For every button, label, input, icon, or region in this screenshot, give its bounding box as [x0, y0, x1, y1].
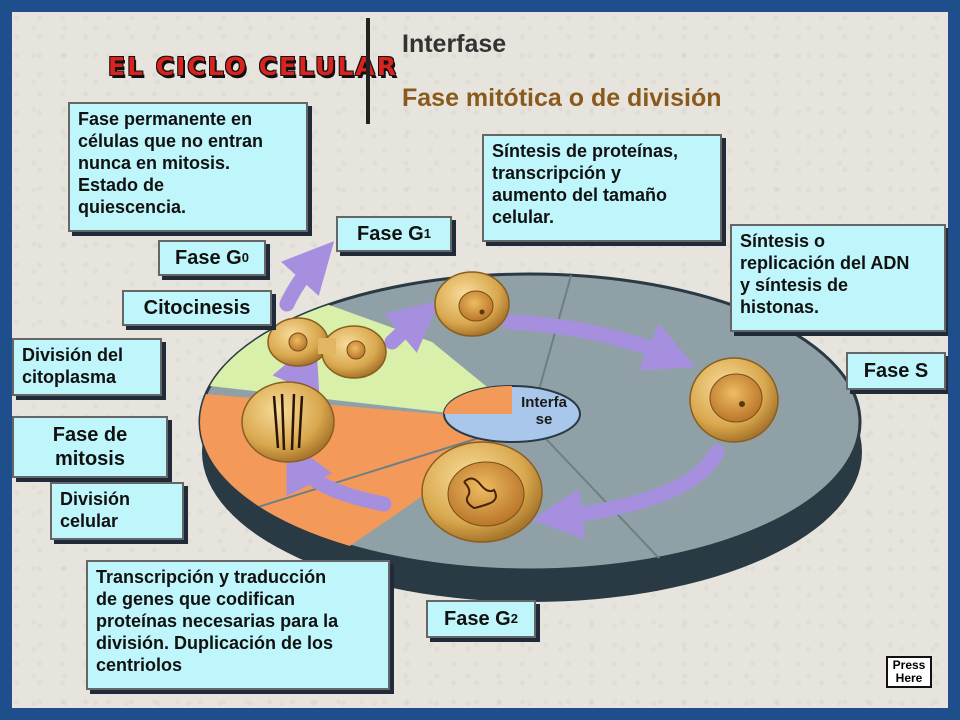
diagram-title: EL CICLO CELULAR: [108, 52, 398, 81]
cell-g1: [434, 271, 510, 337]
menu-fase-mitotica[interactable]: Fase mitótica o de división: [402, 84, 722, 112]
box-celular-description: División celular: [50, 482, 184, 540]
label-fase-mitosis[interactable]: Fase de mitosis: [12, 416, 168, 478]
label-citocinesis[interactable]: Citocinesis: [122, 290, 272, 326]
arrow-to-g0: [279, 241, 335, 312]
arrow-g2-to-mitosis: [286, 439, 392, 512]
cell-mitosis: [241, 381, 335, 463]
title-divider: [366, 18, 370, 124]
label-fase-g1-text: Fase G: [357, 223, 424, 245]
arrow-citocinesis-to-g1: [384, 300, 440, 353]
cell-g2: [421, 441, 543, 543]
arrow-g1-to-s: [502, 314, 696, 371]
hub-mitosis-wedge: [444, 386, 512, 414]
cycle-arrows: [272, 241, 725, 540]
center-interfase-label: Interfa se: [521, 394, 567, 428]
cell-citocinesis: [267, 317, 387, 379]
box-g2-description: Transcripción y traducción de genes que …: [86, 560, 390, 690]
cell-s: [689, 357, 779, 443]
press-here-button[interactable]: Press Here: [886, 656, 932, 688]
arrow-s-to-g2: [531, 444, 725, 540]
label-fase-g2-text: Fase G: [444, 608, 511, 630]
box-citoplasma-description: División del citoplasma: [12, 338, 162, 396]
menu-interfase[interactable]: Interfase: [402, 30, 507, 58]
box-s-description: Síntesis o replicación del ADN y síntesi…: [730, 224, 946, 332]
label-fase-g2-sub: 2: [510, 611, 518, 626]
box-g0-description: Fase permanente en células que no entran…: [68, 102, 308, 232]
label-fase-g0-sub: 0: [241, 250, 249, 265]
box-g1-description: Síntesis de proteínas, transcripción y a…: [482, 134, 722, 242]
label-fase-s[interactable]: Fase S: [846, 352, 946, 390]
slide: EL CICLO CELULAR Interfase Fase mitótica…: [12, 12, 948, 708]
label-fase-g0-text: Fase G: [175, 247, 242, 269]
label-fase-g1-sub: 1: [423, 226, 431, 241]
